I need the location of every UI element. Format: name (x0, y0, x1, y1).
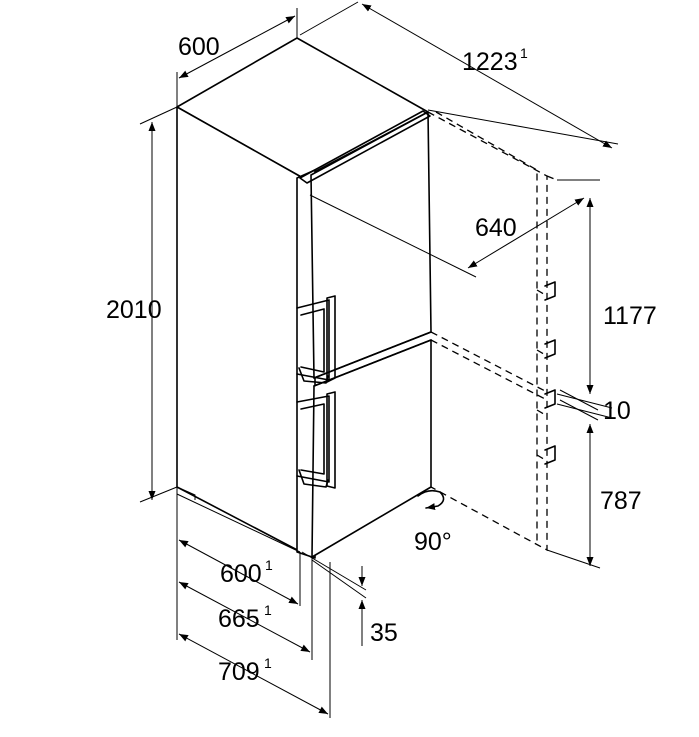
label-height-lower: 787 (600, 487, 642, 515)
label-height-upper: 1177 (603, 302, 657, 330)
door-shelf-1 (544, 281, 556, 301)
label-door-clearance: 640 (475, 214, 517, 242)
door-swing-arc (417, 489, 445, 510)
dimension-lines (139, 1, 619, 718)
fridge-body (176, 37, 432, 559)
label-depth-door-open-sup: 1 (520, 45, 528, 61)
label-depth-body-sup: 1 (265, 557, 273, 573)
door-shelf-2 (544, 339, 556, 359)
label-width-top: 600 (178, 33, 220, 61)
fridge-side-face (176, 106, 304, 554)
label-depth-with-handle-sup: 1 (264, 655, 272, 671)
label-height-total: 2010 (106, 296, 162, 324)
upper-handle (296, 295, 336, 384)
label-depth-with-handle: 709 (218, 658, 260, 686)
dimension-labels: 600 1223 1 640 2010 1177 10 787 90° 600 … (106, 33, 657, 686)
label-depth-with-door: 665 (218, 605, 260, 633)
open-door-outline (427, 111, 558, 552)
label-depth-body: 600 (220, 560, 262, 588)
door-shelf-4 (544, 445, 556, 465)
label-depth-with-door-sup: 1 (264, 602, 272, 618)
label-gap: 10 (603, 397, 631, 425)
label-angle: 90° (414, 528, 452, 556)
label-handle-offset: 35 (370, 619, 398, 647)
lower-handle (296, 391, 336, 489)
label-depth-door-open: 1223 (462, 48, 518, 76)
door-shelf-3 (544, 389, 556, 409)
